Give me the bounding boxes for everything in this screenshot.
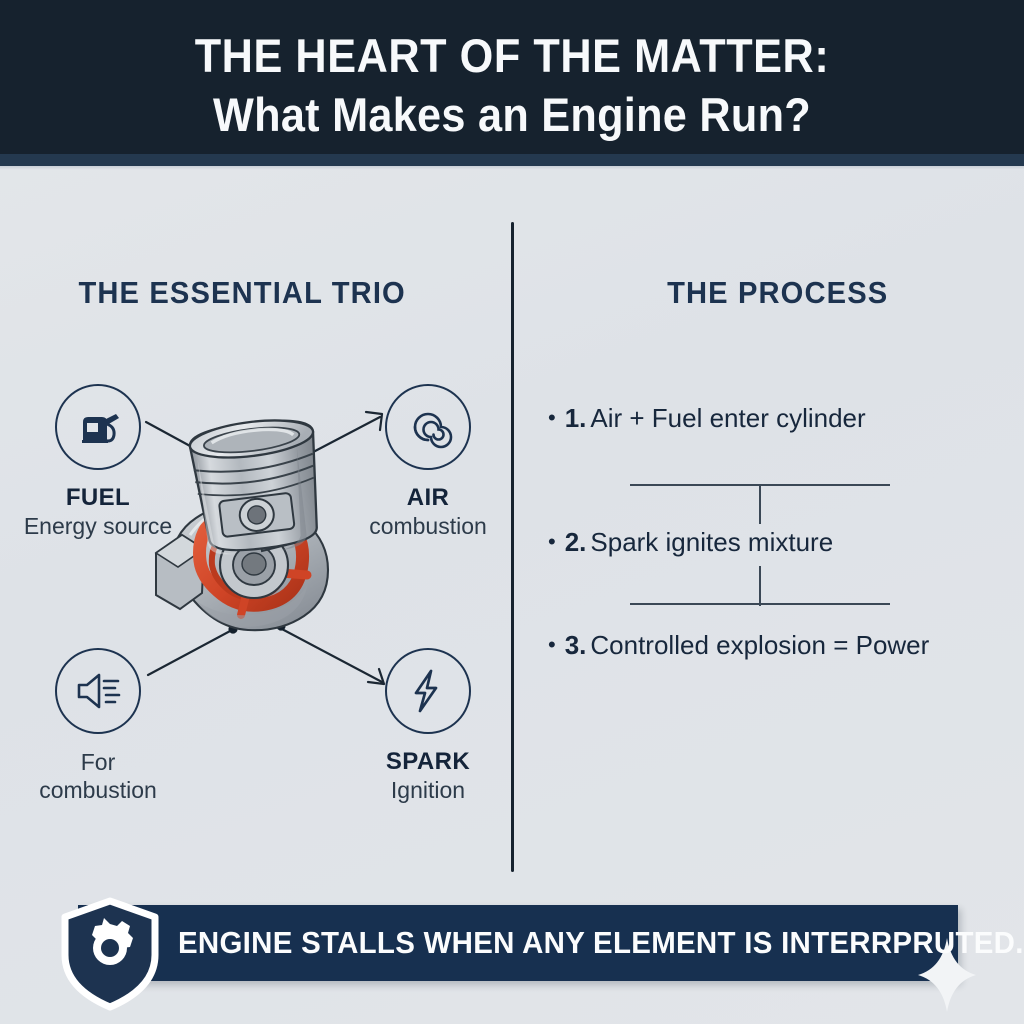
air-node-title: AIR [406, 484, 450, 511]
airflow-node-subtitle-line-1: For [80, 749, 116, 775]
process-step-2-bullet: • [548, 529, 556, 554]
trio-node-air[interactable]: AIR combustion [338, 384, 518, 540]
process-step-2-number: 2. [564, 527, 587, 557]
process-connector-line-2-vertical [759, 566, 761, 606]
footer-banner [78, 905, 958, 981]
column-divider [511, 222, 514, 872]
spark-node-title: SPARK [385, 748, 471, 775]
process-step-1-bullet: • [548, 405, 556, 430]
fuel-node-title: FUEL [65, 484, 131, 511]
header-accent-stripe [0, 154, 1024, 166]
speaker-airflow-icon [77, 673, 121, 709]
trio-node-fuel[interactable]: FUEL Energy source [8, 384, 188, 540]
airflow-node-subtitle-line-2: combustion [39, 777, 157, 804]
shield-gear-icon [61, 897, 159, 1011]
right-section-heading: THE PROCESS [667, 275, 889, 310]
page-title-line-1: THE HEART OF THE MATTER: [194, 29, 830, 82]
spark-node-circle [385, 648, 471, 734]
left-section-heading: THE ESSENTIAL TRIO [78, 275, 406, 310]
process-step-3-text: Controlled explosion = Power [590, 630, 930, 660]
process-step-1-number: 1. [564, 403, 587, 433]
process-step-3-number: 3. [564, 630, 587, 660]
process-step-1-text: Air + Fuel enter cylinder [590, 403, 866, 433]
process-step-2: • 2.Spark ignites mixture [548, 527, 978, 558]
trio-node-spark[interactable]: SPARK Ignition [338, 648, 518, 804]
process-step-2-text: Spark ignites mixture [590, 527, 834, 557]
engine-piston-illustration [154, 419, 330, 632]
air-node-circle [385, 384, 471, 470]
airflow-node-circle [55, 648, 141, 734]
fuel-node-circle [55, 384, 141, 470]
sparkle-icon [918, 938, 976, 1012]
trio-node-airflow[interactable]: For combustion [8, 648, 188, 804]
lightning-bolt-icon [414, 669, 438, 713]
header-bar [0, 0, 1024, 154]
process-step-3-bullet: • [548, 632, 556, 657]
page-title-line-2: What Makes an Engine Run? [213, 88, 811, 141]
air-node-subtitle: combustion [369, 513, 487, 540]
fuel-node-subtitle: Energy source [23, 513, 173, 540]
footer-message: ENGINE STALLS WHEN ANY ELEMENT IS INTERR… [178, 925, 1024, 960]
process-connector-line-1-vertical [759, 484, 761, 524]
spark-node-subtitle: Ignition [390, 777, 466, 804]
air-swirl-icon [413, 412, 453, 449]
header-hairline [0, 166, 1024, 170]
process-step-1: • 1.Air + Fuel enter cylinder [548, 403, 978, 434]
fuel-pump-icon [82, 414, 119, 443]
process-step-3: • 3.Controlled explosion = Power [548, 630, 978, 661]
